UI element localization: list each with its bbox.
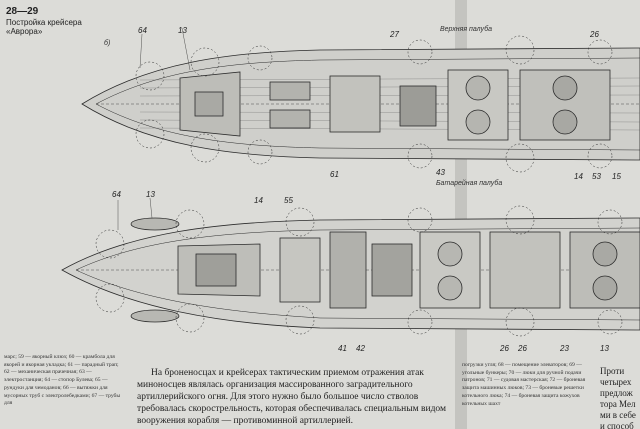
next-page-fragment: Проти четырех предлож тора Мел ми в себе… [600, 366, 636, 429]
callout-41: 41 [338, 344, 347, 353]
callout-64-lower: 64 [112, 190, 121, 199]
callout-26b: 26 [518, 344, 527, 353]
callout-23: 23 [560, 344, 569, 353]
deck-label-battery: Батарейная палуба [436, 180, 503, 187]
body-paragraph: На броненосцах и крейсерах тактическим п… [137, 368, 446, 426]
deck-label-upper: Верхняя палуба [440, 26, 493, 33]
view-letter: б) [104, 40, 111, 47]
callout-13-right: 13 [600, 344, 609, 353]
upper-deck-plan [81, 35, 640, 173]
callout-26: 26 [590, 30, 599, 39]
callout-55: 55 [284, 196, 293, 205]
battery-deck-plan [61, 27, 640, 337]
page-number: 28—29 [6, 6, 39, 17]
callout-26-lower: 26 [500, 344, 509, 353]
figure-title: Постройка крейсера «Аврора» [6, 18, 82, 36]
callout-14: 14 [254, 196, 263, 205]
callout-53: 53 [592, 172, 601, 181]
legend-left: марс; 59 — якорный клюз; 60 — крамбола д… [4, 354, 121, 407]
callout-43: 43 [436, 168, 445, 177]
callout-13-top: 13 [178, 26, 187, 35]
legend-right: погрузки угля; 68 — помещение элеваторов… [462, 362, 586, 407]
callout-15: 15 [612, 172, 621, 181]
callout-13-lower: 13 [146, 190, 155, 199]
callout-14-right: 14 [574, 172, 583, 181]
callout-61: 61 [330, 170, 339, 179]
callout-42: 42 [356, 344, 365, 353]
callout-27: 27 [390, 30, 399, 39]
callout-64-top: 64 [138, 26, 147, 35]
